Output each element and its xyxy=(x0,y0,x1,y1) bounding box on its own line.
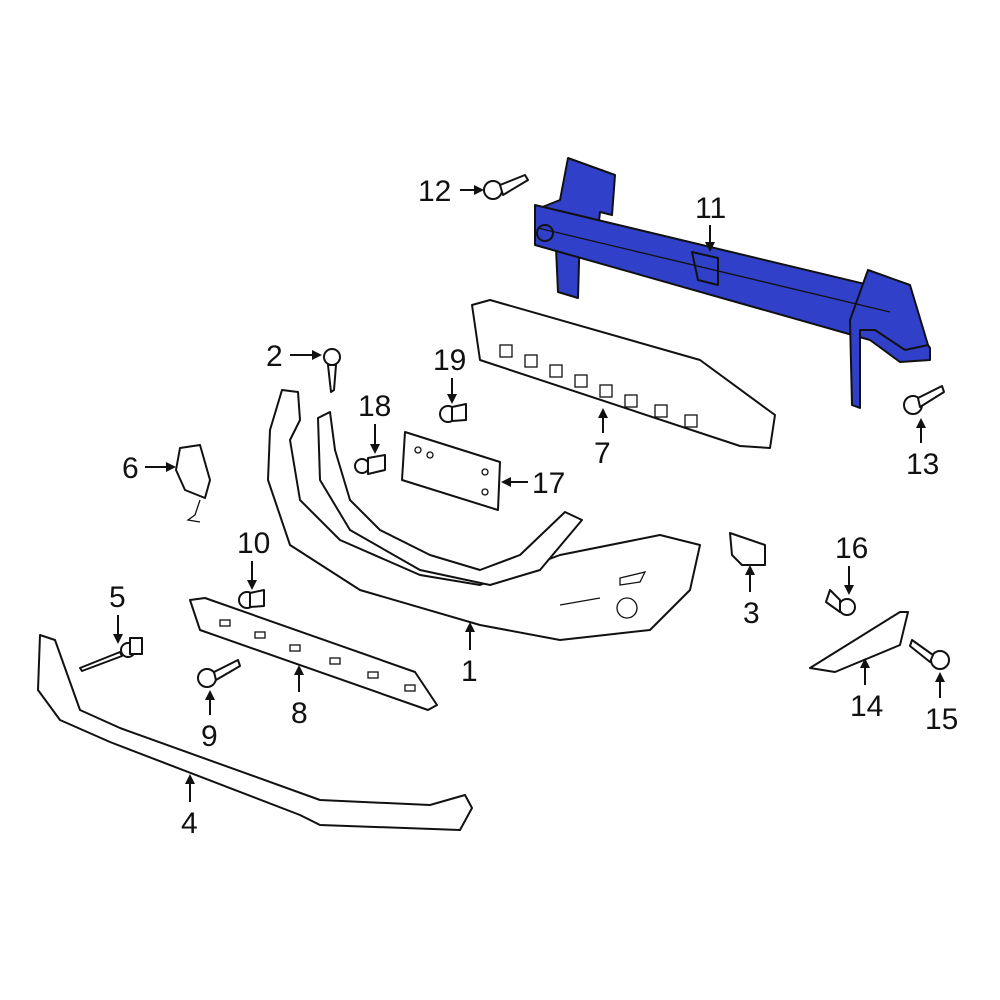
svg-text:9: 9 xyxy=(201,720,218,753)
callout-8: 8 xyxy=(291,665,308,730)
callout-16: 16 xyxy=(835,532,868,595)
callout-6: 6 xyxy=(122,452,176,485)
svg-text:11: 11 xyxy=(695,192,726,225)
svg-text:8: 8 xyxy=(291,697,308,730)
part-11-impact-bar[interactable] xyxy=(534,157,931,409)
part-15-screw xyxy=(909,639,950,670)
part-4-lower-spoiler[interactable] xyxy=(37,634,473,831)
part-2-screw xyxy=(323,348,341,393)
callouts: 12 11 2 19 18 6 17 7 13 10 16 3 5 1 8 9 … xyxy=(109,175,958,840)
callout-7: 7 xyxy=(594,408,611,470)
callout-11: 11 xyxy=(695,192,726,252)
callout-4: 4 xyxy=(181,774,198,840)
svg-text:2: 2 xyxy=(266,340,283,373)
svg-text:13: 13 xyxy=(906,448,939,481)
part-6-tow-hook-cover[interactable] xyxy=(175,444,211,523)
callout-1: 1 xyxy=(461,622,478,688)
fasteners xyxy=(79,174,950,688)
callout-3: 3 xyxy=(743,565,760,630)
part-7-energy-absorber[interactable] xyxy=(471,299,776,449)
svg-text:3: 3 xyxy=(743,597,760,630)
callout-10: 10 xyxy=(237,527,270,590)
svg-text:18: 18 xyxy=(358,390,391,423)
svg-text:17: 17 xyxy=(532,467,565,500)
svg-text:4: 4 xyxy=(181,807,198,840)
svg-text:7: 7 xyxy=(594,437,611,470)
callout-14: 14 xyxy=(850,658,883,723)
part-8-lower-absorber[interactable] xyxy=(189,597,438,711)
part-13-bolt xyxy=(903,385,945,415)
svg-text:16: 16 xyxy=(835,532,868,565)
part-16-clip xyxy=(825,589,856,616)
part-1-bumper-cover[interactable] xyxy=(267,389,701,641)
part-18-clip xyxy=(354,454,386,475)
part-5-rivet xyxy=(79,637,143,672)
callout-12: 12 xyxy=(418,175,484,208)
callout-5: 5 xyxy=(109,581,126,644)
part-9-screw xyxy=(197,659,241,688)
svg-text:1: 1 xyxy=(461,655,478,688)
callout-13: 13 xyxy=(906,418,939,481)
callout-2: 2 xyxy=(266,340,322,373)
callout-19: 19 xyxy=(433,344,466,404)
svg-text:15: 15 xyxy=(925,703,958,736)
svg-text:6: 6 xyxy=(122,452,139,485)
svg-text:10: 10 xyxy=(237,527,270,560)
svg-text:14: 14 xyxy=(850,690,883,723)
svg-text:19: 19 xyxy=(433,344,466,377)
callout-18: 18 xyxy=(358,390,391,454)
callout-15: 15 xyxy=(925,672,958,736)
callout-17: 17 xyxy=(501,467,565,500)
part-12-bolt xyxy=(483,174,529,200)
part-14-side-bracket[interactable] xyxy=(809,611,909,673)
part-17-license-bracket[interactable] xyxy=(401,431,501,511)
part-3-bracket[interactable] xyxy=(729,532,766,566)
svg-text:12: 12 xyxy=(418,175,451,208)
part-19-clip xyxy=(439,403,467,423)
svg-text:5: 5 xyxy=(109,581,126,614)
part-10-clip xyxy=(238,589,265,609)
callout-9: 9 xyxy=(201,690,218,753)
